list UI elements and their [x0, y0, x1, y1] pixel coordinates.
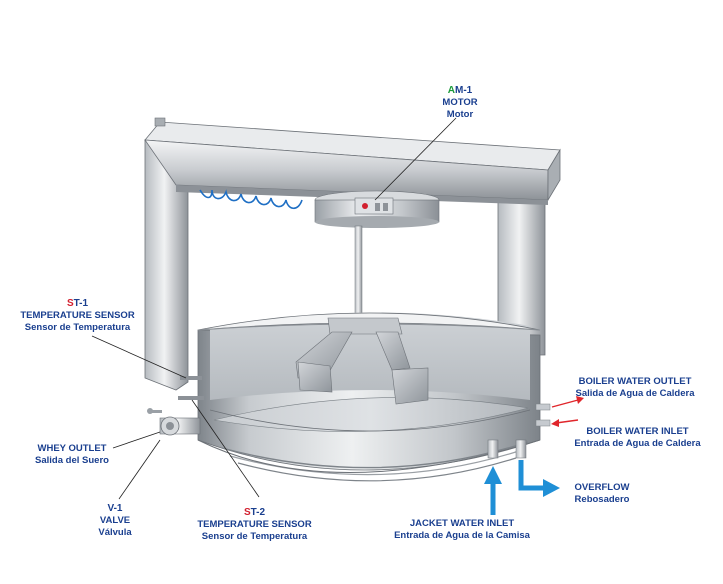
st1-title: TEMPERATURE SENSOR: [20, 310, 135, 321]
leader-lines: [91, 117, 457, 500]
whey-outlet-title: WHEY OUTLET: [37, 443, 107, 454]
whey-outlet-label: WHEY OUTLET Salida del Suero: [22, 443, 122, 467]
valve-title: VALVE: [99, 515, 131, 526]
jacket-inlet-subtitle: Entrada de Agua de la Camisa: [394, 530, 530, 541]
st2-label: ST-2 TEMPERATURE SENSOR Sensor de Temper…: [182, 507, 327, 543]
motor-title: MOTOR: [442, 97, 478, 108]
boiler-outlet-label: BOILER WATER OUTLET Salida de Agua de Ca…: [555, 376, 715, 400]
st2-title: TEMPERATURE SENSOR: [197, 519, 312, 530]
st2-subtitle: Sensor de Temperatura: [201, 531, 308, 542]
whey-outlet-valve: [147, 408, 201, 436]
gantry-frame: [144, 117, 561, 391]
sensor-probes: [178, 376, 204, 400]
boiler-inlet-title: BOILER WATER INLET: [586, 426, 689, 437]
valve-subtitle: Válvula: [98, 527, 132, 538]
boiler-pipes: [535, 403, 551, 427]
bottom-pipes: [487, 439, 527, 459]
boiler-inlet-subtitle: Entrada de Agua de Caldera: [574, 438, 701, 449]
st1-label: ST-1 TEMPERATURE SENSOR Sensor de Temper…: [10, 298, 145, 334]
flow-arrows: [484, 396, 584, 515]
whey-outlet-subtitle: Salida del Suero: [35, 455, 109, 466]
st1-code: ST-1: [66, 298, 89, 309]
jacket-inlet-title: JACKET WATER INLET: [409, 518, 515, 529]
boiler-outlet-subtitle: Salida de Agua de Caldera: [575, 388, 695, 399]
tank: [197, 312, 541, 482]
motor-cable: [199, 189, 303, 210]
agitator-paddles: [295, 317, 429, 405]
boiler-inlet-label: BOILER WATER INLET Entrada de Agua de Ca…: [555, 426, 720, 450]
motor-housing: [314, 190, 440, 228]
agitator-shaft: [354, 225, 363, 323]
st2-code: ST-2: [243, 507, 266, 518]
motor-label: AM-1 MOTOR Motor: [430, 85, 490, 121]
boiler-outlet-title: BOILER WATER OUTLET: [578, 376, 692, 387]
overflow-label: OVERFLOW Rebosadero: [562, 482, 642, 506]
motor-code: AM-1: [447, 85, 473, 96]
st1-subtitle: Sensor de Temperatura: [24, 322, 131, 333]
jacket-inlet-label: JACKET WATER INLET Entrada de Agua de la…: [362, 518, 562, 542]
valve-label: V-1 VALVE Válvula: [80, 503, 150, 539]
overflow-subtitle: Rebosadero: [574, 494, 630, 505]
overflow-title: OVERFLOW: [574, 482, 630, 493]
valve-code: V-1: [107, 503, 123, 514]
motor-subtitle: Motor: [446, 109, 474, 120]
